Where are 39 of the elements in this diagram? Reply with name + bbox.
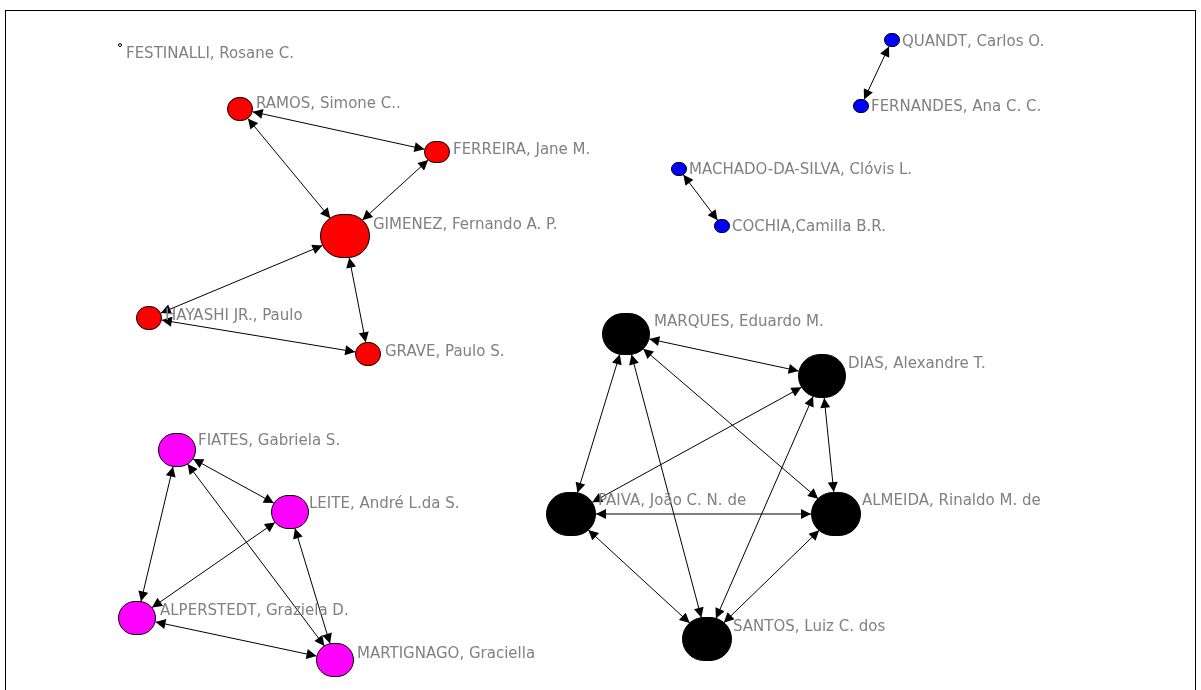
node-label: MARQUES, Eduardo M. xyxy=(654,312,824,330)
node-label: GIMENEZ, Fernando A. P. xyxy=(373,215,558,233)
arrow xyxy=(252,109,425,152)
node-label: RAMOS, Simone C.. xyxy=(256,94,401,112)
arrow xyxy=(642,348,819,500)
node-label: COCHIA,Camilla B.R. xyxy=(732,217,886,235)
arrow xyxy=(682,174,719,221)
node-label: FERNANDES, Ana C. C. xyxy=(871,97,1042,115)
node-label: FIATES, Gabriela S. xyxy=(198,431,341,449)
arrow xyxy=(161,316,356,356)
arrow xyxy=(820,397,838,493)
arrow xyxy=(138,466,176,602)
arrow xyxy=(595,509,812,519)
arrow xyxy=(629,353,704,619)
arrow xyxy=(346,257,369,343)
node-label: DIAS, Alexandre T. xyxy=(848,354,986,372)
arrow xyxy=(187,463,325,647)
arrow xyxy=(247,118,331,219)
arrow xyxy=(591,386,802,503)
arrow xyxy=(192,458,275,504)
node-label: FERREIRA, Jane M. xyxy=(453,140,591,158)
arrow xyxy=(723,529,820,624)
arrow xyxy=(361,159,429,221)
arrow xyxy=(160,244,323,314)
arrow xyxy=(648,336,800,374)
node-label: LEITE, André L.da S. xyxy=(309,494,460,512)
node-label: MARTIGNAGO, Graciella xyxy=(357,644,536,662)
node-label: SANTOS, Luiz C. dos xyxy=(733,617,886,635)
arrow xyxy=(575,353,622,494)
arrow xyxy=(587,529,691,624)
node-label: HAYASHI JR., Paulo xyxy=(165,306,303,324)
node-label: GRAVE, Paulo S. xyxy=(385,342,505,360)
node-label: MACHADO-DA-SILVA, Clóvis L. xyxy=(689,160,913,178)
arrow xyxy=(863,45,890,101)
node-label: FESTINALLI, Rosane C. xyxy=(126,44,295,62)
node-label: QUANDT, Carlos O. xyxy=(902,32,1045,50)
arrow xyxy=(155,619,317,659)
node-label: ALMEIDA, Rinaldo M. de xyxy=(862,491,1041,509)
arrow xyxy=(151,521,276,609)
